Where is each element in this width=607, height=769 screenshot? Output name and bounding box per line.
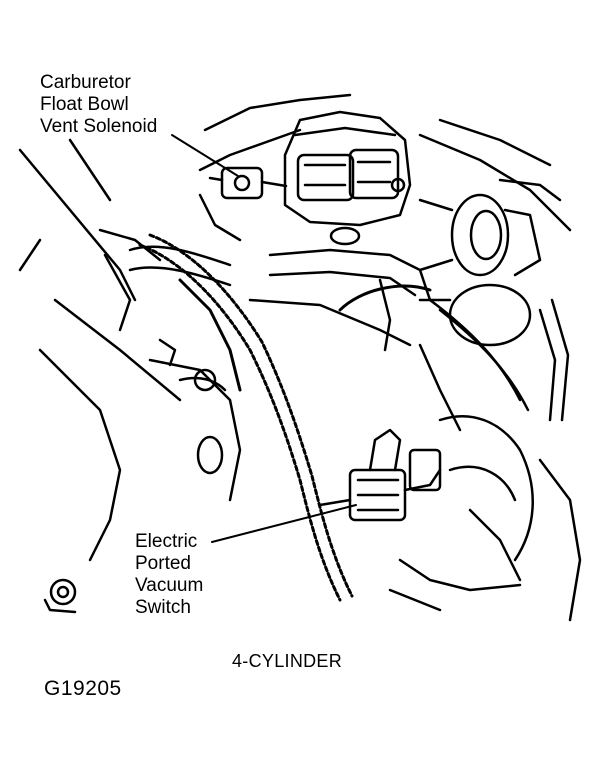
- fender-outline: [18, 138, 182, 562]
- callout-line: Float Bowl: [40, 94, 129, 115]
- callout-electric-ported-vacuum-switch: Electric Ported Vacuum Switch: [133, 531, 206, 619]
- float-bowl-vent-solenoid: [198, 166, 288, 242]
- engine-caption: 4-CYLINDER: [232, 651, 343, 671]
- intake-manifold: [248, 248, 462, 432]
- engine-block: [148, 338, 582, 622]
- fitting-bottom-left: [43, 578, 77, 614]
- callout-line: Ported: [135, 553, 191, 574]
- leader-line-solenoid: [171, 134, 239, 177]
- hoses: [128, 245, 570, 422]
- callout-line: Vent Solenoid: [40, 116, 158, 137]
- callout-float-bowl-vent-solenoid: Carburetor Float Bowl Vent Solenoid: [38, 72, 160, 138]
- air-valve: [418, 178, 562, 347]
- wiring-harness: [138, 233, 432, 602]
- callout-line: Switch: [135, 597, 191, 618]
- carburetor: [283, 110, 412, 246]
- callout-line: Vacuum: [135, 575, 204, 596]
- firewall-lines: [198, 93, 572, 232]
- leader-line-vacuum-switch: [211, 504, 357, 543]
- callout-line: Electric: [135, 531, 198, 552]
- callout-line: Carburetor: [40, 72, 131, 93]
- figure-id: G19205: [44, 677, 122, 700]
- vacuum-switch: [318, 428, 442, 522]
